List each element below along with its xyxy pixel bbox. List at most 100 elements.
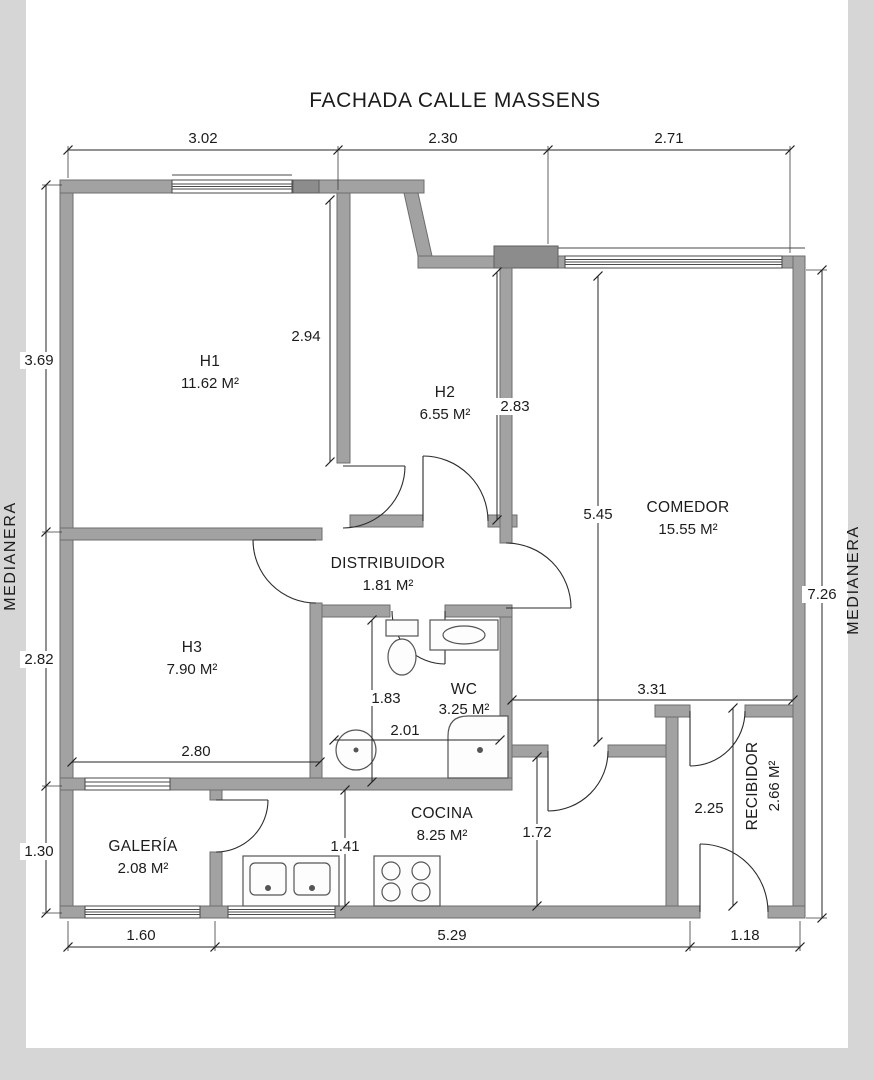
dim-label-comedor-depth: 5.45	[583, 506, 612, 523]
h1-h2-wall	[336, 192, 351, 464]
dim-bottom: 1.60 5.29 1.18	[63, 921, 805, 952]
dim-tick	[329, 735, 339, 745]
dim-tick	[325, 457, 335, 467]
room-name-galeria: GALERÍA	[108, 838, 178, 855]
dim-tick	[325, 195, 335, 205]
shower-drain	[477, 747, 483, 753]
dim-galeria-cocina-depth: 1.41	[326, 785, 364, 911]
dim-tick	[340, 901, 350, 911]
basin-counter	[429, 619, 499, 651]
dim-comedor-width: 3.31	[507, 681, 798, 705]
burner	[411, 882, 431, 902]
room-label-comedor: COMEDOR 15.55 M²	[646, 499, 729, 538]
bottom-exterior-wall-right	[767, 905, 806, 919]
dim-cocina-depth: 1.72	[518, 752, 556, 911]
dim-tick	[507, 695, 517, 705]
dimensions: 3.02 2.30 2.71 1.60 5.29 1.18	[20, 130, 842, 952]
room-labels: H1 11.62 M² H2 6.55 M² COMEDOR 15.55 M² …	[108, 353, 783, 877]
dim-label-wc-width: 2.01	[390, 722, 419, 739]
dim-left: 3.69 2.82 1.30	[20, 180, 62, 918]
sink-drain-right	[309, 885, 315, 891]
dim-tick	[817, 913, 827, 923]
cocina-recibidor-wall	[665, 716, 679, 907]
dim-top: 3.02 2.30 2.71	[63, 130, 795, 253]
dim-label-h1-depth: 2.94	[291, 328, 320, 345]
dim-label-bg	[385, 722, 425, 738]
plan-title: FACHADA CALLE MASSENS	[309, 89, 601, 112]
h2-door	[422, 455, 489, 522]
dim-tick	[340, 785, 350, 795]
h3-wc-south-wall	[59, 777, 513, 791]
dim-h3-width: 2.80	[67, 743, 325, 767]
left-exterior-wall	[59, 179, 74, 919]
dim-label-bg	[366, 690, 406, 706]
shower-tray	[447, 715, 509, 779]
fixtures	[242, 619, 509, 907]
dim-tick	[41, 180, 51, 190]
toilet	[385, 619, 419, 676]
dim-label-left-3: 1.30	[24, 843, 53, 860]
dim-label-left-2: 2.82	[24, 651, 53, 668]
door-swing-arc	[422, 455, 489, 522]
dim-label-bottom-1: 1.60	[126, 927, 155, 944]
dim-tick	[367, 777, 377, 787]
basin-bowl	[442, 625, 486, 645]
dim-label-h2-depth: 2.83	[500, 398, 529, 415]
dim-label-bg	[495, 398, 535, 415]
dim-tick	[63, 145, 73, 155]
dim-tick	[795, 942, 805, 952]
room-label-h1: H1 11.62 M²	[181, 353, 239, 392]
wc-north-wall-left	[321, 604, 391, 618]
galeria-window	[84, 905, 201, 919]
kitchen-sink-unit	[242, 855, 340, 907]
dim-tick	[785, 145, 795, 155]
dim-tick	[210, 942, 220, 952]
room-name-h1: H1	[200, 353, 220, 370]
room-name-distribuidor: DISTRIBUIDOR	[331, 555, 446, 572]
dim-label-bg	[20, 843, 58, 860]
toilet-bowl	[387, 638, 417, 676]
left-margin-strip	[0, 0, 26, 1080]
dim-tick	[333, 145, 343, 155]
h1-window	[171, 174, 293, 194]
bottom-margin-strip	[0, 1048, 874, 1080]
dim-label-h3-width: 2.80	[181, 743, 210, 760]
dim-wc-depth: 1.83	[366, 615, 406, 787]
dim-tick	[685, 942, 695, 952]
dim-label-recibidor-depth: 2.25	[694, 800, 723, 817]
dim-tick	[367, 615, 377, 625]
sink-basin-right	[293, 862, 331, 896]
dim-label-top-3: 2.71	[654, 130, 683, 147]
room-label-cocina: COCINA 8.25 M²	[411, 805, 473, 844]
dim-tick	[543, 145, 553, 155]
room-label-wc: WC 3.25 M²	[439, 681, 490, 718]
dim-label-galeria-cocina-depth: 1.41	[330, 838, 359, 855]
room-area-h3: 7.90 M²	[167, 661, 218, 678]
room-label-distribuidor: DISTRIBUIDOR 1.81 M²	[331, 555, 446, 594]
dim-tick	[532, 901, 542, 911]
h3-door	[252, 539, 317, 604]
dim-tick	[495, 735, 505, 745]
facade-pillar	[493, 245, 559, 269]
dim-label-bottom-3: 1.18	[730, 927, 759, 944]
dim-label-top-2: 2.30	[428, 130, 457, 147]
room-label-h3: H3 7.90 M²	[167, 639, 218, 678]
door-swing-arc	[689, 710, 746, 767]
door-swing-arc	[215, 799, 269, 853]
dim-tick	[728, 703, 738, 713]
door-swing-arc	[699, 843, 769, 913]
dim-label-left-1: 3.69	[24, 352, 53, 369]
sink-basin-left	[249, 862, 287, 896]
room-name-cocina: COCINA	[411, 805, 473, 822]
dim-label-cocina-depth: 1.72	[522, 824, 551, 841]
dim-label-bg	[326, 838, 364, 854]
room-name-recibidor: RECIBIDOR	[744, 742, 761, 831]
dim-comedor-depth: 5.45	[578, 271, 618, 747]
toilet-tank	[385, 619, 419, 637]
recibidor-north-wall-left	[654, 704, 691, 718]
dim-h2-depth: 2.83	[492, 267, 535, 525]
dim-label-right-1: 7.26	[807, 586, 836, 603]
room-area-h2: 6.55 M²	[420, 406, 471, 423]
room-area-h1: 11.62 M²	[181, 375, 239, 392]
